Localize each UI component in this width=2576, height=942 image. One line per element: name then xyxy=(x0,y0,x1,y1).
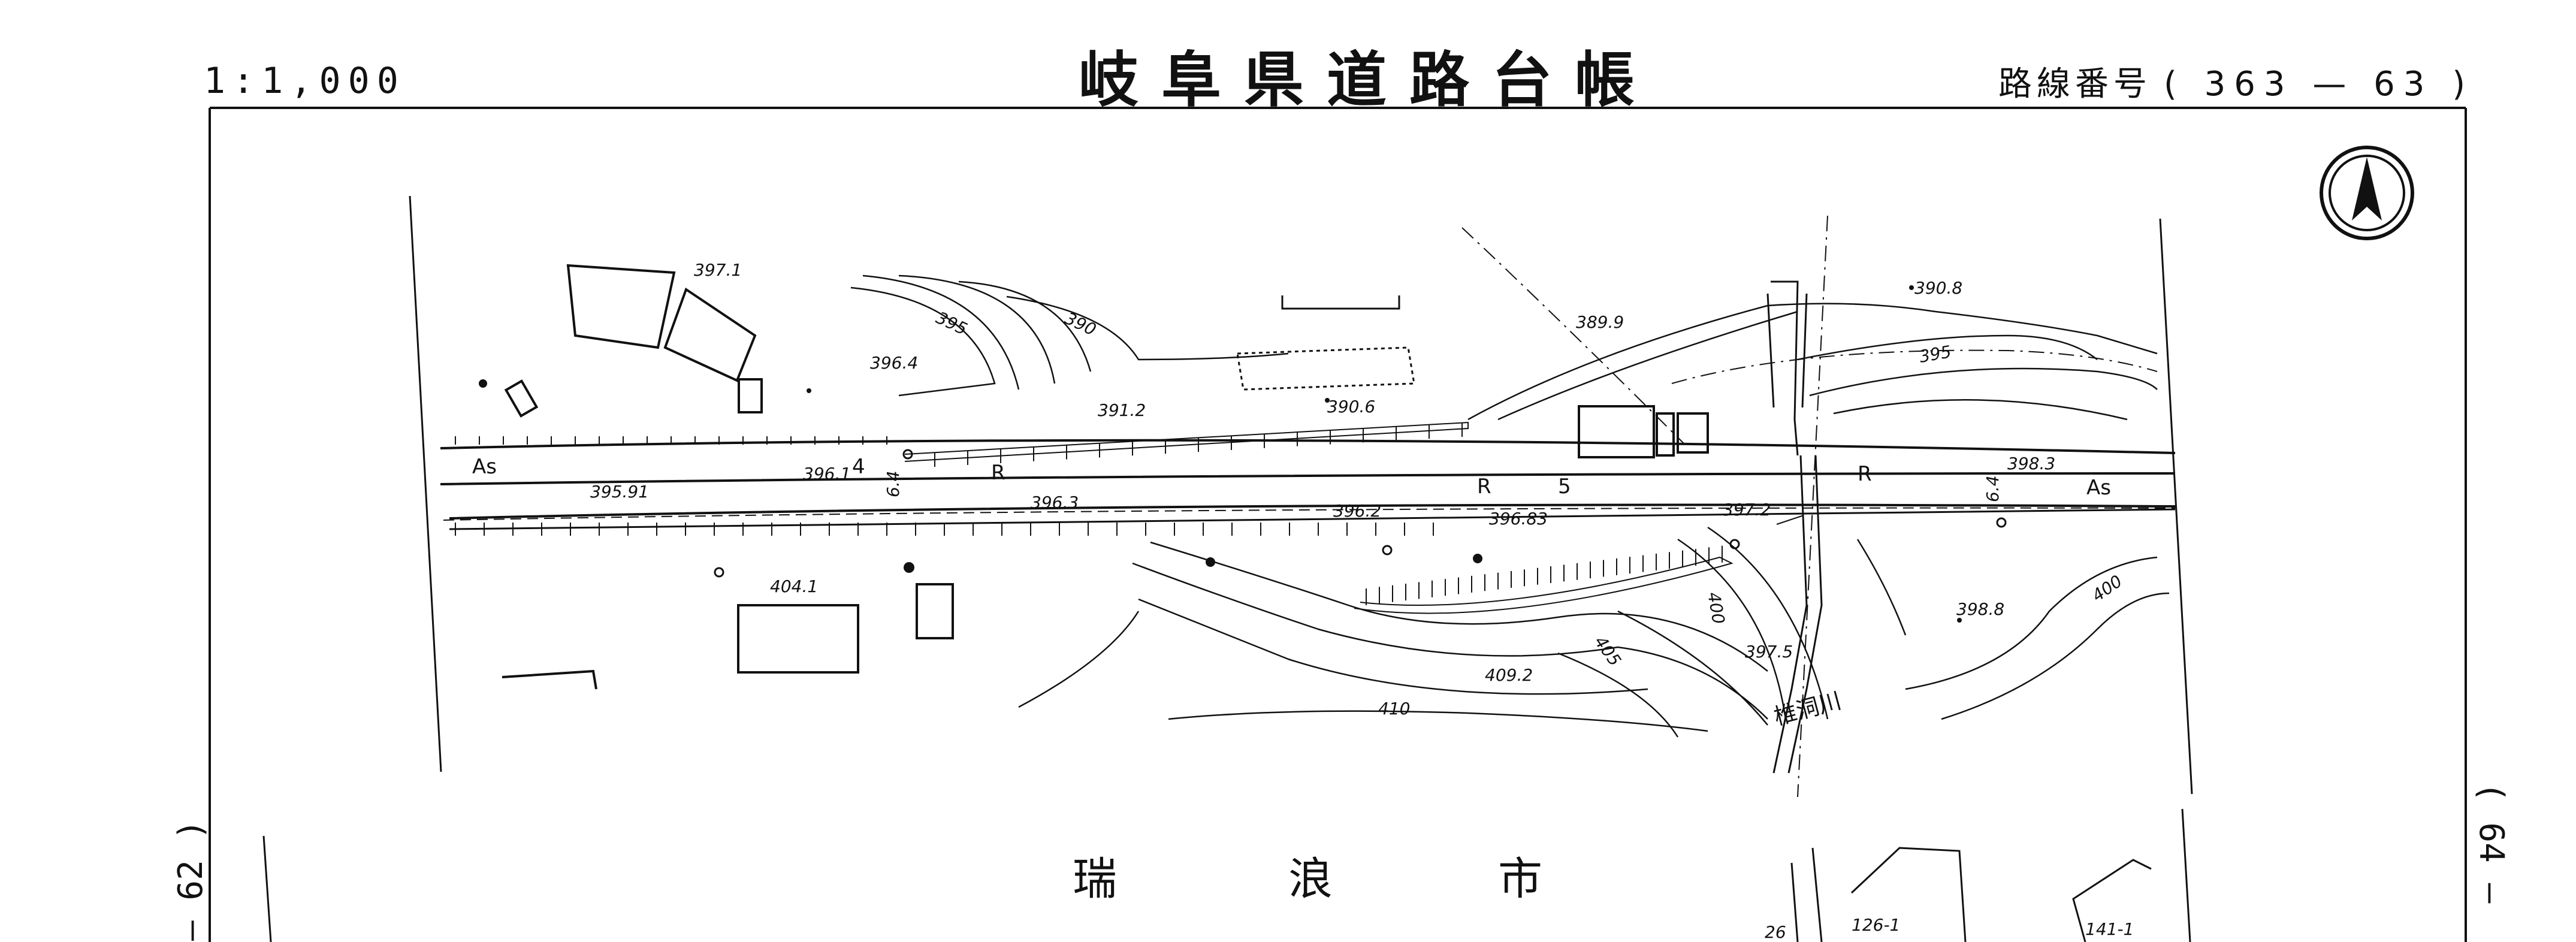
boundary-lines xyxy=(1461,215,2158,798)
elevation-road: 397.2 xyxy=(1723,500,1771,520)
north-arrow-icon xyxy=(2320,146,2414,240)
lower-sheet xyxy=(262,808,2191,942)
parcel-number: 141-1 xyxy=(2085,919,2134,939)
elevation-terrain: 389.9 xyxy=(1576,312,1624,332)
page-title: 岐阜県道路台帳 xyxy=(1079,45,1657,115)
surface-label: R xyxy=(991,461,1005,485)
parcel-number: 126-1 xyxy=(1852,915,1900,935)
contour-label: 395 xyxy=(933,307,970,339)
contour-label: 390 xyxy=(1062,308,1099,339)
map-scale: 1:1,000 xyxy=(204,60,406,102)
embankment-hatching xyxy=(904,421,1804,614)
map-sheet-outline xyxy=(409,195,2193,795)
elevation-road: 396.1 xyxy=(803,464,851,484)
elevation-road: 395.91 xyxy=(590,482,649,502)
open-markers xyxy=(714,449,2007,578)
station-number: 5 xyxy=(1558,475,1571,499)
sheet-frame xyxy=(209,107,2467,942)
elevation-terrain: 409.2 xyxy=(1485,665,1533,685)
elevation-terrain: 404.1 xyxy=(770,576,818,596)
surface-label: R xyxy=(1858,462,1872,486)
city-char-3: 市 xyxy=(1498,853,1542,905)
route-number: ( 363 — 63 ) xyxy=(2164,65,2474,104)
elevation-road: 396.83 xyxy=(1489,509,1548,529)
survey-points xyxy=(479,285,1962,623)
hatch-ticks-top xyxy=(455,422,1463,467)
elevation-road: 396.3 xyxy=(1031,493,1079,512)
elevation-terrain: 390.6 xyxy=(1327,397,1375,416)
elevation-terrain: 391.2 xyxy=(1098,400,1146,420)
contour-label: 395 xyxy=(1917,342,1952,367)
road-width: 6.4 xyxy=(1983,475,2003,502)
elevation-terrain: 390.8 xyxy=(1914,278,1962,298)
river-label: 椎洞川 xyxy=(1771,687,1844,730)
hatch-ticks-bottom xyxy=(455,523,1434,536)
parcel-number: 26 xyxy=(1765,922,1786,942)
surface-label: As xyxy=(2086,476,2111,500)
elevation-terrain: 397.1 xyxy=(694,260,742,280)
route-number-label: 路線番号 ( 363 — 63 ) xyxy=(1998,57,2474,105)
river xyxy=(1766,280,1823,774)
elevation-terrain: 397.5 xyxy=(1745,642,1793,662)
buildings xyxy=(502,264,1709,690)
contour-lines xyxy=(850,274,2170,738)
elevation-road: 396.2 xyxy=(1333,501,1381,521)
elevation-terrain: 396.4 xyxy=(870,353,918,373)
route-label: 路線番号 xyxy=(1998,65,2152,104)
city-char-1: 瑞 xyxy=(1073,853,1117,905)
contour-label: 400 xyxy=(1704,590,1729,625)
road xyxy=(440,439,2176,530)
elevation-terrain: 398.8 xyxy=(1956,599,2004,619)
contour-label: 410 xyxy=(1378,699,1410,718)
parking-structures xyxy=(1236,295,1415,391)
elevation-road: 398.3 xyxy=(2007,454,2055,473)
hatch-ticks-slope xyxy=(1366,545,1723,605)
city-char-2: 浪 xyxy=(1288,853,1333,905)
station-number: 4 xyxy=(852,455,865,479)
road-width: 6.4 xyxy=(883,470,903,497)
surface-label: As xyxy=(472,455,497,479)
surface-label: R xyxy=(1477,475,1491,499)
